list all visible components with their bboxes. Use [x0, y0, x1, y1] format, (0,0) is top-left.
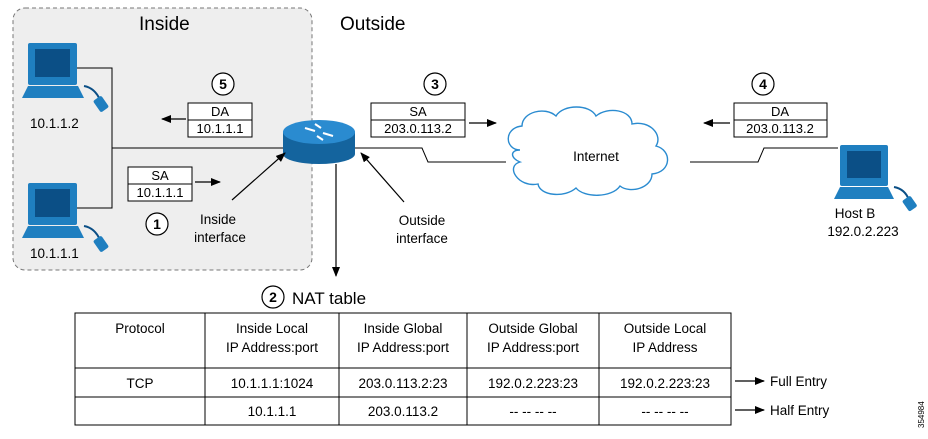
table-cell: 203.0.113.2:23 [358, 376, 447, 391]
packet-box-5: DA 10.1.1.1 [187, 102, 253, 138]
step-2-badge: 2 [261, 285, 285, 309]
wire-host1 [77, 67, 283, 149]
table-cell: 203.0.113.2 [368, 404, 438, 419]
half-entry-label: Half Entry [770, 403, 830, 418]
internet-cloud-icon [507, 106, 669, 196]
host1-ip: 10.1.1.2 [30, 116, 79, 131]
step-5-badge: 5 [211, 72, 235, 96]
internet-label: Internet [573, 149, 619, 164]
inside-region [12, 7, 313, 271]
computer-icon [22, 43, 109, 112]
step-1-number: 1 [153, 216, 161, 232]
hostb-ip: 192.0.2.223 [827, 224, 898, 239]
packet-4-label: DA [771, 104, 789, 119]
hostb-name: Host B [835, 206, 876, 221]
packet-1-addr: 10.1.1.1 [137, 185, 184, 200]
packet-1-label: SA [151, 168, 169, 183]
computer-icon [834, 145, 917, 211]
table-header-inside-local-2: IP Address:port [226, 340, 318, 355]
table-header-inside-global-1: Inside Global [364, 321, 443, 336]
host2-ip: 10.1.1.1 [30, 246, 79, 261]
step-3-badge: 3 [423, 72, 447, 96]
inside-interface-label-1: Inside [200, 212, 236, 227]
table-cell: -- -- -- -- [509, 404, 556, 419]
table-header-outside-local-2: IP Address [632, 340, 697, 355]
figure-id: 354984 [917, 401, 926, 428]
full-entry-label: Full Entry [770, 374, 827, 389]
router-icon [283, 120, 355, 164]
packet-4-addr: 203.0.113.2 [746, 121, 814, 136]
step-4-badge: 4 [751, 72, 775, 96]
nat-table-label: NAT table [292, 289, 366, 308]
inside-label: Inside [139, 14, 190, 35]
outside-label: Outside [340, 14, 405, 35]
nat-table: Protocol Inside Local IP Address:port In… [74, 312, 732, 426]
packet-5-addr: 10.1.1.1 [197, 121, 244, 136]
outside-interface-label-2: interface [396, 231, 448, 246]
step-4-number: 4 [759, 76, 767, 92]
table-header-protocol: Protocol [115, 321, 165, 336]
packet-3-label: SA [409, 104, 427, 119]
table-header-outside-local-1: Outside Local [624, 321, 707, 336]
packet-3-addr: 203.0.113.2 [384, 121, 452, 136]
packet-box-4: DA 203.0.113.2 [733, 102, 828, 138]
table-cell: 192.0.2.223:23 [488, 376, 578, 391]
table-header-inside-local-1: Inside Local [236, 321, 308, 336]
wire-internet-hostb [690, 147, 838, 163]
arrow-outside-interface [360, 152, 405, 203]
step-3-number: 3 [431, 76, 439, 92]
packet-box-1: SA 10.1.1.1 [127, 166, 193, 202]
inside-interface-label-2: interface [194, 230, 246, 245]
wire-host2 [77, 148, 113, 209]
table-cell: 192.0.2.223:23 [620, 376, 710, 391]
wire-router-internet [355, 147, 506, 163]
arrow-inside-interface [231, 152, 286, 201]
outside-interface-label-1: Outside [399, 213, 446, 228]
table-cell: -- -- -- -- [641, 404, 688, 419]
table-cell: TCP [127, 376, 154, 391]
table-header-outside-global-1: Outside Global [488, 321, 577, 336]
packet-5-label: DA [211, 104, 229, 119]
table-cell: 10.1.1.1:1024 [231, 376, 314, 391]
step-5-number: 5 [219, 76, 227, 92]
packet-box-3: SA 203.0.113.2 [370, 102, 466, 138]
step-1-badge: 1 [145, 212, 169, 236]
step-2-number: 2 [269, 289, 277, 305]
table-header-outside-global-2: IP Address:port [487, 340, 579, 355]
table-cell: 10.1.1.1 [248, 404, 297, 419]
computer-icon [22, 183, 109, 252]
table-header-inside-global-2: IP Address:port [357, 340, 449, 355]
